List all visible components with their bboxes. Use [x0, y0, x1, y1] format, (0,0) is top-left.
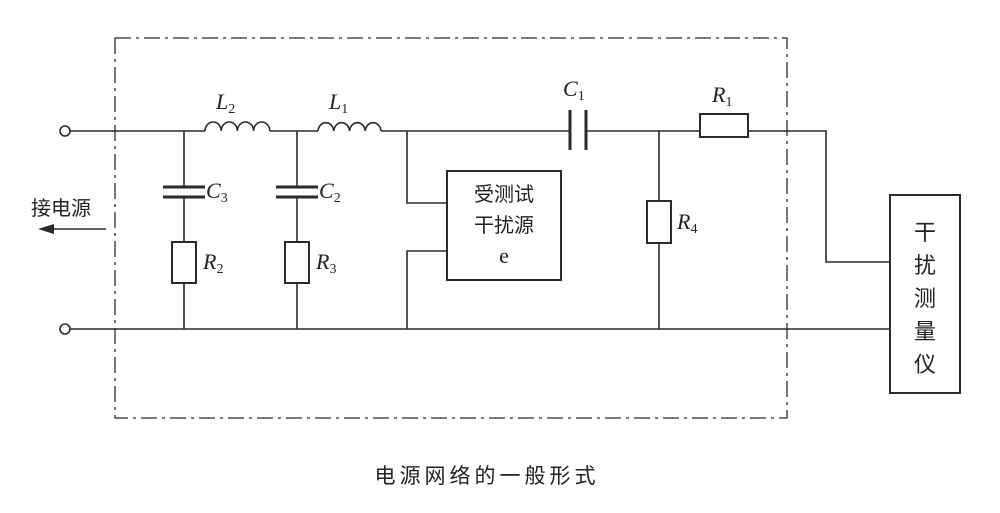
- label-R4: R4: [676, 209, 697, 237]
- source-box-line-1: 受测试: [474, 182, 534, 206]
- power-label: 接电源: [31, 196, 91, 220]
- label-L2: L2: [215, 89, 235, 117]
- label-C2: C2: [319, 178, 341, 206]
- inductor-L1: [317, 121, 382, 132]
- meter-char-4: 量: [914, 320, 936, 345]
- source-box-line-2: 干扰源: [474, 213, 534, 237]
- source-connection: [406, 131, 447, 329]
- resistor-R4: [646, 200, 672, 244]
- arrow-left-icon: [38, 224, 106, 234]
- inductor-L2: [204, 121, 271, 132]
- label-L1: L1: [328, 89, 348, 117]
- resistor-R1: [699, 113, 749, 138]
- meter-char-5: 仪: [914, 353, 936, 378]
- label-R1: R1: [711, 82, 732, 110]
- label-R2: R2: [202, 249, 223, 277]
- label-C1: C1: [563, 76, 585, 104]
- meter-char-2: 扰: [914, 254, 936, 279]
- branch-c2-r3: [276, 131, 318, 329]
- meter-char-1: 干: [914, 221, 936, 246]
- meter-char-3: 测: [914, 287, 936, 312]
- source-box-line-3: e: [499, 243, 509, 268]
- interference-source-box: [446, 170, 562, 281]
- input-terminal-bottom: [59, 323, 71, 335]
- interference-meter-box: [889, 194, 961, 394]
- resistor-R2: [171, 241, 197, 284]
- resistor-R3: [284, 241, 310, 284]
- branch-c3-r2: [163, 131, 205, 329]
- top-rail: [70, 130, 890, 263]
- label-C3: C3: [206, 178, 228, 206]
- label-R3: R3: [315, 249, 336, 277]
- network-boundary: [114, 37, 788, 419]
- input-terminal-top: [59, 125, 71, 137]
- figure-caption: 电源网络的一般形式: [375, 464, 600, 488]
